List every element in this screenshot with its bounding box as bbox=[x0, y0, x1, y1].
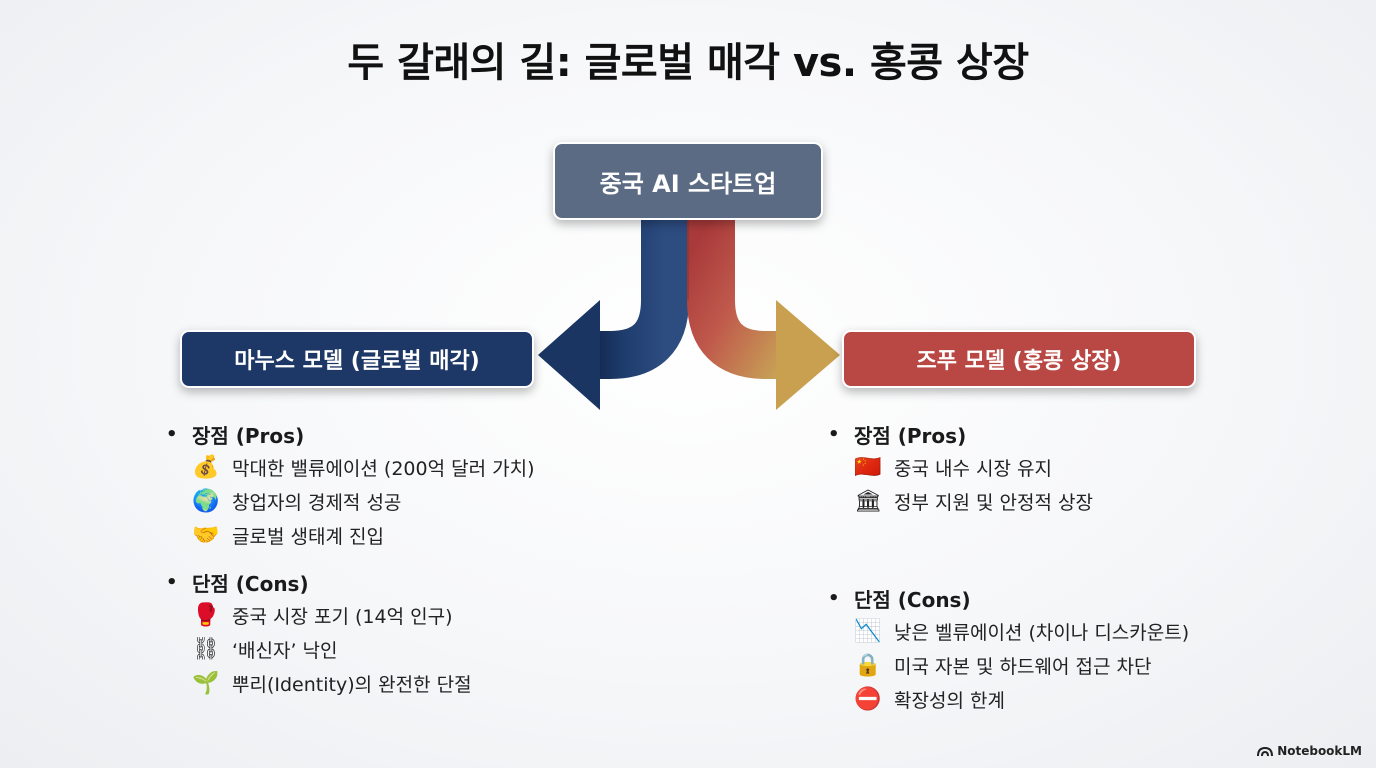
globe-icon: 🌍 bbox=[192, 488, 220, 514]
list-item-text: 중국 시장 포기 (14억 인구) bbox=[232, 605, 453, 628]
page-title: 두 갈래의 길: 글로벌 매각 vs. 홍콩 상장 bbox=[347, 40, 1029, 86]
list-item: 🌍 창업자의 경제적 성공 bbox=[166, 484, 636, 518]
handshake-icon: 🤝 bbox=[192, 522, 220, 548]
china-flag-icon: 🇨🇳 bbox=[854, 454, 882, 480]
arrow-head-left bbox=[538, 300, 600, 410]
list-item: 🤝 글로벌 생태계 진입 bbox=[166, 518, 636, 552]
arrow-to-hk-listing bbox=[687, 218, 790, 379]
watermark-label: NotebookLM bbox=[1277, 744, 1362, 758]
notebooklm-watermark: NotebookLM bbox=[1257, 744, 1362, 758]
zhipu-pros-cons: • 장점 (Pros) 🇨🇳 중국 내수 시장 유지 🏛 정부 지원 및 안정적… bbox=[828, 418, 1298, 730]
money-bag-icon: 💰 bbox=[192, 454, 220, 480]
bullet-icon: • bbox=[828, 587, 840, 609]
list-item-text: 미국 자본 및 하드웨어 접근 차단 bbox=[894, 655, 1152, 678]
list-item: 📉 낮은 벨류에이션 (차이나 디스카운트) bbox=[828, 614, 1298, 648]
list-item-text: 낮은 벨류에이션 (차이나 디스카운트) bbox=[894, 621, 1190, 644]
list-item-text: 중국 내수 시장 유지 bbox=[894, 457, 1052, 480]
list-item: 🔒 미국 자본 및 하드웨어 접근 차단 bbox=[828, 648, 1298, 682]
list-item-text: ‘배신자’ 낙인 bbox=[232, 639, 338, 662]
roots-icon: 🌱 bbox=[192, 670, 220, 696]
manus-pros-cons: • 장점 (Pros) 💰 막대한 밸류에이션 (200억 달러 가치) 🌍 창… bbox=[166, 418, 636, 714]
boxing-glove-icon: 🥊 bbox=[192, 602, 220, 628]
pros-section: • 장점 (Pros) 💰 막대한 밸류에이션 (200억 달러 가치) 🌍 창… bbox=[166, 418, 636, 552]
cons-section: • 단점 (Cons) 📉 낮은 벨류에이션 (차이나 디스카운트) 🔒 미국 … bbox=[828, 582, 1298, 716]
cons-heading: 단점 (Cons) bbox=[854, 587, 971, 612]
cons-heading: 단점 (Cons) bbox=[192, 571, 309, 596]
cons-section: • 단점 (Cons) 🥊 중국 시장 포기 (14억 인구) ⛓ ‘배신자’ … bbox=[166, 566, 636, 700]
chart-decreasing-icon: 📉 bbox=[854, 618, 882, 644]
bullet-icon: • bbox=[166, 423, 178, 445]
pros-section: • 장점 (Pros) 🇨🇳 중국 내수 시장 유지 🏛 정부 지원 및 안정적… bbox=[828, 418, 1298, 568]
pros-heading: 장점 (Pros) bbox=[854, 423, 967, 448]
chinese-ai-startup-box: 중국 AI 스타트업 bbox=[553, 142, 823, 220]
bullet-icon: • bbox=[166, 571, 178, 593]
list-item: 🇨🇳 중국 내수 시장 유지 bbox=[828, 450, 1298, 484]
list-item: ⛓ ‘배신자’ 낙인 bbox=[166, 632, 636, 666]
list-item-text: 정부 지원 및 안정적 상장 bbox=[894, 491, 1093, 514]
list-item: 🥊 중국 시장 포기 (14억 인구) bbox=[166, 598, 636, 632]
list-item: 🌱 뿌리(Identity)의 완전한 단절 bbox=[166, 666, 636, 700]
lock-icon: 🔒 bbox=[854, 652, 882, 678]
pros-heading: 장점 (Pros) bbox=[192, 423, 305, 448]
arrow-to-global-sale bbox=[586, 218, 689, 379]
government-building-icon: 🏛 bbox=[854, 488, 882, 514]
notebooklm-logo-icon bbox=[1257, 746, 1274, 757]
bullet-icon: • bbox=[828, 423, 840, 445]
list-item-text: 확장성의 한계 bbox=[894, 689, 1005, 712]
list-item: 💰 막대한 밸류에이션 (200억 달러 가치) bbox=[166, 450, 636, 484]
list-item: 🏛 정부 지원 및 안정적 상장 bbox=[828, 484, 1298, 518]
handcuffs-icon: ⛓ bbox=[192, 636, 220, 662]
list-item-text: 글로벌 생태계 진입 bbox=[232, 525, 384, 548]
zhipu-model-box: 즈푸 모델 (홍콩 상장) bbox=[842, 330, 1196, 388]
arrow-head-right bbox=[776, 300, 840, 410]
list-item-text: 뿌리(Identity)의 완전한 단절 bbox=[232, 673, 472, 696]
list-item-text: 막대한 밸류에이션 (200억 달러 가치) bbox=[232, 457, 535, 480]
list-item-text: 창업자의 경제적 성공 bbox=[232, 491, 402, 514]
list-item: ⛔ 확장성의 한계 bbox=[828, 682, 1298, 716]
no-entry-wall-icon: ⛔ bbox=[854, 686, 882, 712]
manus-model-box: 마누스 모델 (글로벌 매각) bbox=[180, 330, 534, 388]
